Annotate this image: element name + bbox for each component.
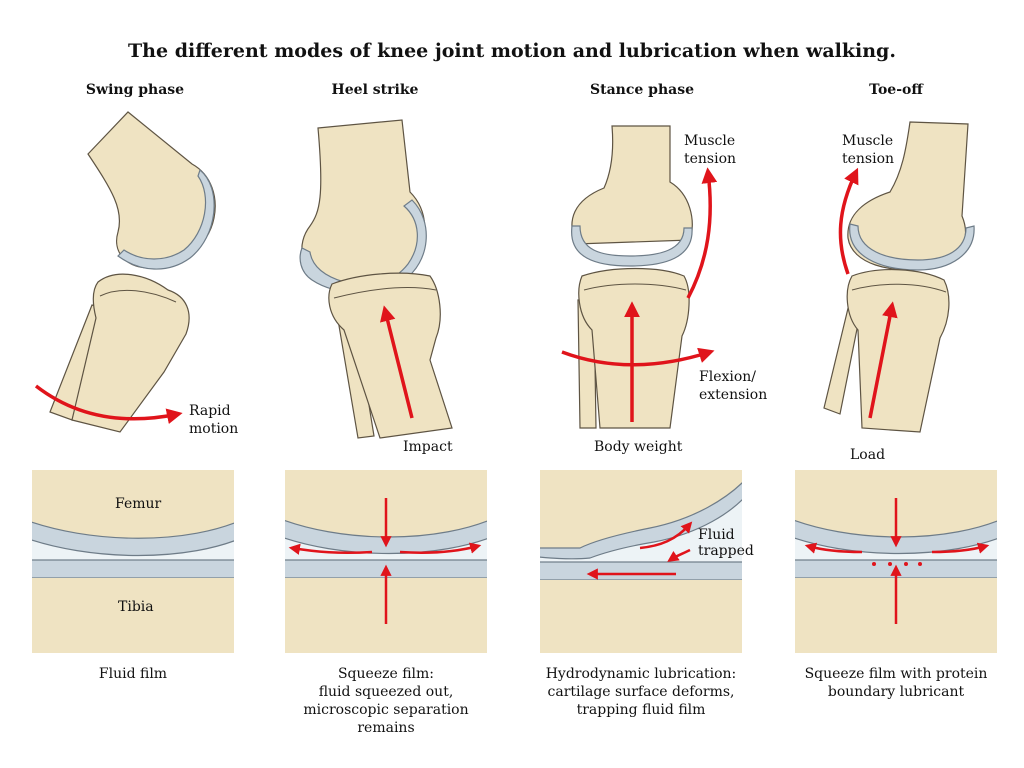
heel-impact-arrow (380, 305, 414, 419)
hydro-flow-arrow-1 (639, 521, 693, 550)
figure-title: The different modes of knee joint motion… (128, 40, 896, 62)
toe-muscle-tension-arrow (838, 167, 859, 275)
label-tibia: Tibia (118, 599, 154, 615)
squeeze-left-flow-arrow (288, 543, 373, 555)
phase-title-heel-strike: Heel strike (331, 82, 419, 98)
caption-squeeze-film: Squeeze film: fluid squeezed out, micros… (303, 666, 469, 736)
phase-title-stance: Stance phase (590, 82, 694, 98)
label-stance-muscle-tension: Muscle tension (684, 133, 737, 167)
stance-flexion-arrow (561, 347, 715, 367)
hydro-flow-arrow-2 (667, 548, 691, 562)
boundary-right-flow-arrow (931, 542, 990, 554)
label-rapid-motion: Rapid motion (189, 403, 239, 437)
label-toe-muscle-tension: Muscle tension (842, 133, 895, 167)
toe-tibia (823, 269, 950, 433)
detail-panel-boundary (795, 470, 997, 653)
caption-fluid-film: Fluid film (98, 666, 168, 682)
stance-tibia (577, 267, 690, 429)
label-load: Load (850, 447, 886, 463)
phase-title-toe-off: Toe-off (869, 82, 923, 98)
toe-femur-cartilage (849, 223, 975, 271)
label-impact: Impact (403, 439, 453, 455)
stance-femur-cartilage (571, 225, 693, 267)
label-body-weight: Body weight (594, 439, 683, 455)
stance-femur (571, 125, 693, 245)
label-flexion-extension: Flexion/ extension (699, 369, 768, 403)
caption-hydrodynamic: Hydrodynamic lubrication: cartilage surf… (545, 666, 737, 718)
boundary-left-flow-arrow (804, 542, 863, 554)
detail-panel-squeeze-film (285, 470, 487, 653)
label-fluid-trapped: Fluid trapped (698, 527, 754, 559)
phase-title-swing: Swing phase (85, 82, 185, 98)
swing-tibia (49, 273, 190, 433)
caption-boundary: Squeeze film with protein boundary lubri… (804, 666, 988, 700)
heel-tibia (328, 272, 453, 439)
swing-rapid-motion-arrow (34, 384, 183, 424)
label-femur: Femur (115, 496, 162, 512)
stance-muscle-tension-arrow (686, 167, 718, 299)
swing-femur-cartilage (117, 168, 215, 270)
squeeze-right-flow-arrow (399, 542, 482, 554)
heel-femur (301, 119, 426, 287)
protein-dots (872, 562, 922, 566)
detail-panel-fluid-film (32, 470, 234, 653)
toe-load-arrow (868, 301, 898, 419)
detail-panel-hydrodynamic (540, 470, 742, 653)
